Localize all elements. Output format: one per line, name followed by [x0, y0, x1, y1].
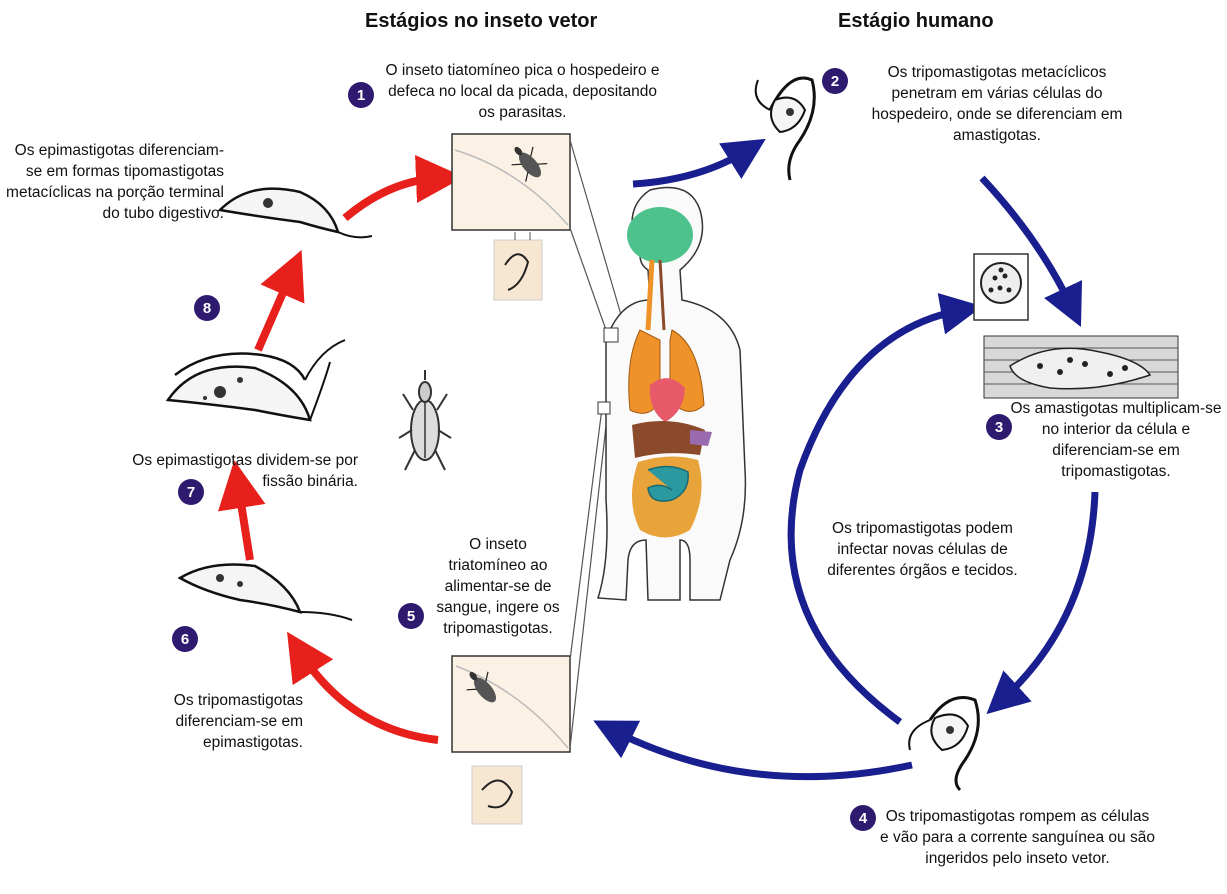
step-4-text: Os tripomastigotas rompem as células e v…	[880, 806, 1155, 869]
arrow-1-to-2	[633, 150, 748, 184]
reinfection-note: Os tripomastigotas podem infectar novas …	[825, 518, 1020, 581]
arrow-5-to-6	[300, 652, 438, 740]
step-1-text: O inseto tiatomíneo pica o hospedeiro e …	[380, 60, 665, 123]
parasite-dividing-icon	[168, 340, 345, 420]
arrow-6-to-7	[238, 484, 250, 560]
step-5-text: O inseto triatomíneo ao alimentar-se de …	[432, 534, 564, 639]
step-badge-5: 5	[398, 603, 424, 629]
arrow-8-to-1	[345, 178, 440, 218]
step-8-text: Os epimastigotas diferenciam-se em forma…	[6, 140, 224, 224]
arrow-4-to-3-reinfection	[791, 310, 962, 722]
step-badge-6: 6	[172, 626, 198, 652]
step-7-text: Os epimastigotas dividem-se por fissão b…	[112, 450, 358, 492]
step-badge-1: 1	[348, 82, 374, 108]
trypomastigote-icon	[756, 78, 815, 180]
step-badge-8: 8	[194, 295, 220, 321]
arrow-7-to-8	[258, 272, 292, 350]
arrow-4-to-5	[612, 730, 912, 777]
step-badge-4: 4	[850, 805, 876, 831]
step-6-text: Os tripomastigotas diferenciam-se em epi…	[150, 690, 303, 753]
triatomine-bug-icon	[399, 370, 451, 470]
human-body-icon	[598, 188, 745, 601]
brain	[627, 207, 693, 263]
bite-panel-top	[452, 134, 626, 332]
trypomastigote-icon	[909, 698, 978, 791]
infected-cell-icon	[974, 254, 1178, 398]
step-3-text: Os amastigotas multiplicam-se no interio…	[1010, 398, 1222, 482]
step-badge-3: 3	[986, 414, 1012, 440]
step-2-text: Os tripomastigotas metacíclicos penetram…	[858, 62, 1136, 146]
step-badge-2: 2	[822, 68, 848, 94]
parasite-epimastigote-icon	[180, 565, 352, 621]
